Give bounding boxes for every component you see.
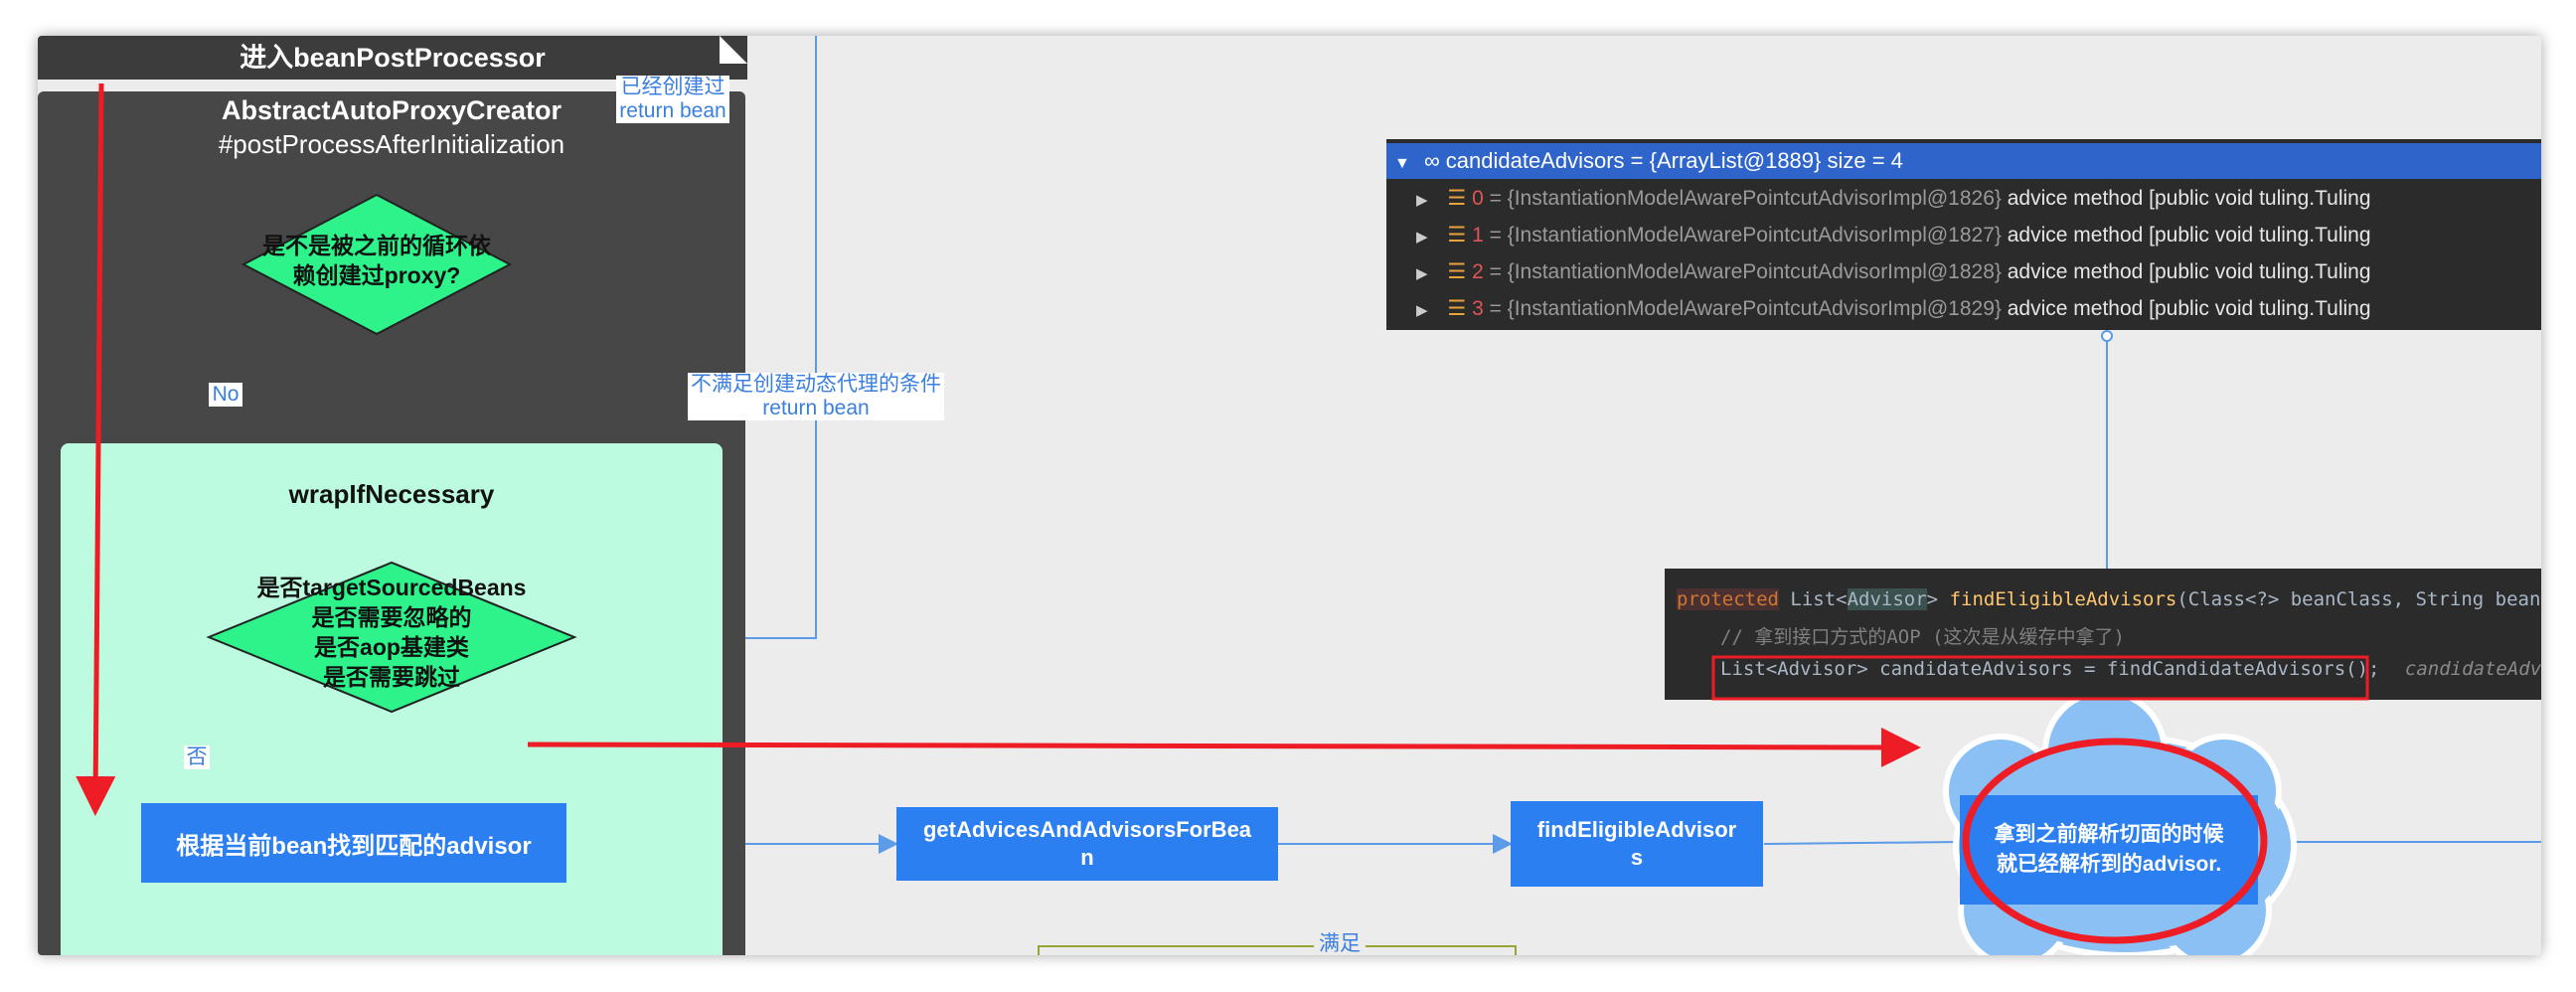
label-fou: 否 [184, 745, 210, 769]
annotation-arrow-right [527, 727, 1921, 767]
expand-right-icon[interactable]: ▶ [1416, 192, 1428, 209]
label-already-created-line2: return bean [619, 99, 726, 122]
row-index: 3 [1472, 297, 1484, 320]
label-not-meet-line2: return bean [762, 397, 870, 419]
edge-eligible-to-cloud [1763, 841, 1963, 845]
debugger-header-text: ∞ candidateAdvisors = {ArrayList@1889} s… [1423, 148, 1903, 173]
row-ref: = {InstantiationModelAwarePointcutAdviso… [1483, 187, 2002, 210]
debugger-row-1[interactable]: ▶ ☰ 1 = {InstantiationModelAwarePointcut… [1386, 218, 2541, 253]
expand-right-icon[interactable]: ▶ [1416, 229, 1428, 246]
code-line-2: // 拿到接口方式的AOP (这次是从缓存中拿了) [1720, 626, 2125, 648]
expand-down-icon[interactable]: ▼ [1394, 155, 1410, 172]
code-method: findEligibleAdvisors [1949, 588, 2177, 610]
annotation-layer [76, 83, 2369, 944]
list-item-icon: ☰ [1447, 297, 1467, 320]
code-inline-hint: candidateAdvisors: [2404, 658, 2541, 680]
diamond-2-line3: 是否aop基建类 [314, 634, 469, 660]
diamond-1-line2: 赖创建过proxy? [292, 262, 461, 288]
label-not-meet-line1: 不满足创建动态代理的条件 [691, 373, 941, 396]
code-snippet-panel: protected List<Advisor> findEligibleAdvi… [1665, 569, 2541, 700]
header-title: 进入beanPostProcessor [240, 43, 546, 73]
row-index: 2 [1472, 260, 1484, 283]
outer-panel-title: AbstractAutoProxyCreator [221, 95, 563, 125]
annotation-circle [1962, 738, 2268, 944]
find-eligible-line2: s [1630, 845, 1644, 870]
list-item-icon: ☰ [1447, 224, 1467, 247]
code-text: List< [1778, 588, 1848, 610]
diamond-1-line1: 是不是被之前的循环依 [262, 233, 491, 258]
row-index: 1 [1472, 224, 1484, 247]
code-type: Advisor [1847, 588, 1927, 610]
row-index: 0 [1472, 187, 1484, 210]
satisfy-box [1038, 945, 1517, 955]
diamond-2-line4: 是否需要跳过 [323, 664, 460, 690]
row-ref: = {InstantiationModelAwarePointcutAdviso… [1483, 297, 2002, 320]
annotation-highlight-box [1711, 655, 2369, 701]
diamond-2-layer [206, 561, 577, 714]
code-params: (Class<?> beanClass, String beanName) [2176, 588, 2541, 610]
outer-panel-subtitle: #postProcessAfterInitialization [218, 129, 565, 159]
find-advisor-label: 根据当前bean找到匹配的advisor [176, 832, 532, 860]
diamond-2-line1: 是否targetSourcedBeans [256, 575, 527, 600]
get-advices-box: getAdvicesAndAdvisorsForBea n [896, 807, 1278, 881]
code-line-3: List<Advisor> candidateAdvisors = findCa… [1720, 658, 2541, 680]
code-text: > [1926, 588, 1950, 610]
row-ref: = {InstantiationModelAwarePointcutAdviso… [1483, 224, 2002, 247]
expand-right-icon[interactable]: ▶ [1416, 302, 1428, 319]
header-bar: 进入beanPostProcessor [38, 36, 747, 80]
cloud-advisor-box: 拿到之前解析切面的时候 就已经解析到的advisor. [1960, 795, 2258, 905]
diamond-1-layer [241, 193, 513, 336]
row-desc: advice method [public void tuling.Tuling [2007, 187, 2371, 210]
row-desc: advice method [public void tuling.Tuling [2007, 224, 2371, 247]
row-desc: advice method [public void tuling.Tuling [2007, 297, 2371, 320]
list-item-icon: ☰ [1447, 187, 1467, 210]
diamond-1-text: 是不是被之前的循环依 赖创建过proxy? [243, 231, 510, 290]
row-ref: = {InstantiationModelAwarePointcutAdviso… [1483, 260, 2002, 283]
label-satisfy: 满足 [1314, 932, 1366, 955]
diamond-2-text: 是否targetSourcedBeans 是否需要忽略的 是否aop基建类 是否… [209, 573, 574, 692]
get-advices-line1: getAdvicesAndAdvisorsForBea [922, 817, 1252, 842]
find-eligible-line1: findEligibleAdvisor [1536, 817, 1737, 842]
label-already-created: 已经创建过 return bean [616, 76, 729, 123]
annotation-arrow-down [76, 83, 116, 816]
label-not-meet: 不满足创建动态代理的条件 return bean [688, 373, 944, 420]
code-statement: List<Advisor> candidateAdvisors = findCa… [1720, 658, 2380, 680]
diamond-circular-dependency [241, 193, 513, 336]
cloud-line2: 就已经解析到的advisor. [1996, 853, 2222, 876]
diamond-skip-checks [206, 561, 577, 714]
code-line-1: protected List<Advisor> findEligibleAdvi… [1677, 588, 2541, 610]
find-eligible-box: findEligibleAdvisor s [1511, 801, 1763, 887]
code-keyword: protected [1677, 588, 1779, 610]
diagram-canvas: 进入beanPostProcessor AbstractAutoProxyCre… [38, 36, 2541, 955]
row-desc: advice method [public void tuling.Tuling [2007, 260, 2371, 283]
diamond-2-line2: 是否需要忽略的 [311, 604, 472, 630]
label-already-created-line1: 已经创建过 [620, 76, 725, 98]
cloud-line1: 拿到之前解析切面的时候 [1994, 823, 2224, 846]
get-advices-line2: n [1080, 845, 1094, 870]
label-no: No [209, 383, 242, 407]
list-item-icon: ☰ [1447, 260, 1467, 283]
find-advisor-box: 根据当前bean找到匹配的advisor [141, 803, 566, 883]
debugger-row-3[interactable]: ▶ ☰ 3 = {InstantiationModelAwarePointcut… [1386, 291, 2541, 327]
debugger-row-2[interactable]: ▶ ☰ 2 = {InstantiationModelAwarePointcut… [1386, 254, 2541, 290]
expand-right-icon[interactable]: ▶ [1416, 265, 1428, 282]
debugger-header-row[interactable]: ▼ ∞ candidateAdvisors = {ArrayList@1889}… [1386, 143, 2541, 179]
debugger-row-0[interactable]: ▶ ☰ 0 = {InstantiationModelAwarePointcut… [1386, 181, 2541, 217]
wrap-if-necessary-title: wrapIfNecessary [288, 479, 495, 509]
